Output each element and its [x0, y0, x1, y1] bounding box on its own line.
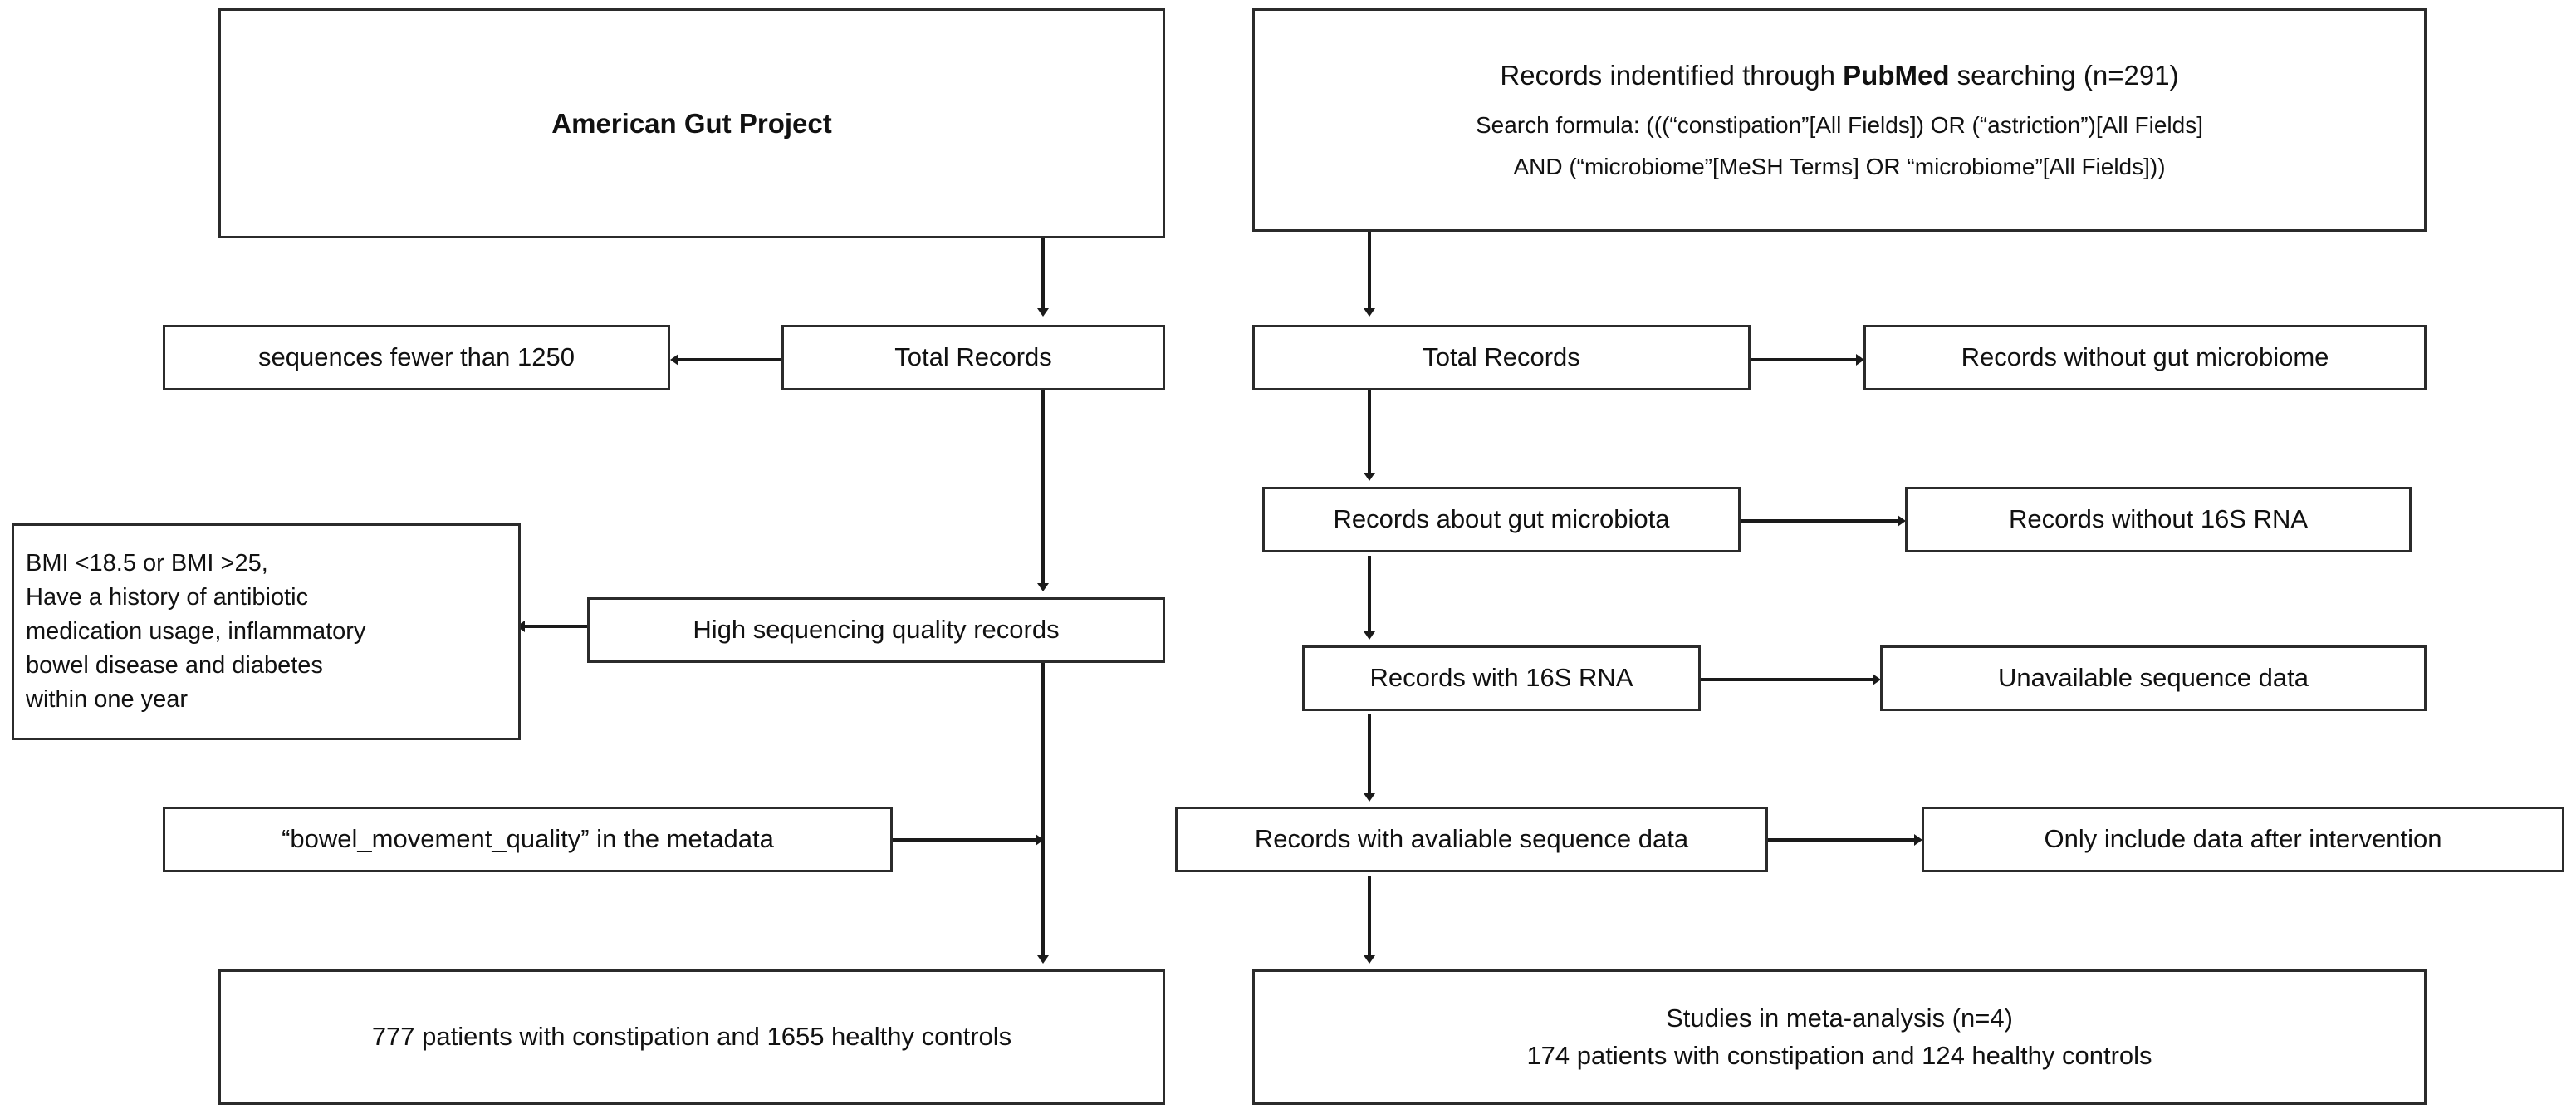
exclusion-criteria-line-4: bowel disease and diabetes: [26, 652, 323, 680]
node-excl-no-gut-microbiome: Records without gut microbiome: [1863, 325, 2427, 390]
identification-line-2: Search formula: (((“constipation”[All Fi…: [1476, 112, 2203, 139]
exclusion-criteria-line-3: medication usage, inflammatory: [26, 617, 366, 645]
high-quality-records-label: High sequencing quality records: [693, 615, 1060, 645]
right-result-line-1: Studies in meta-analysis (n=4): [1666, 1004, 2013, 1033]
node-excl-only-after-intervention: Only include data after intervention: [1922, 807, 2564, 872]
records-with-available-sequence-data-label: Records with avaliable sequence data: [1254, 824, 1689, 854]
pubmed-emphasis: PubMed: [1843, 60, 1950, 91]
node-american-gut-project: American Gut Project: [218, 8, 1165, 238]
exclusion-criteria-line-2: Have a history of antibiotic: [26, 583, 309, 611]
identification-line-3: AND (“microbiome”[MeSH Terms] OR “microb…: [1513, 153, 2166, 179]
node-high-sequencing-quality-records: High sequencing quality records: [587, 597, 1165, 663]
left-total-records-label: Total Records: [894, 342, 1052, 372]
exclusion-sequences-label: sequences fewer than 1250: [258, 342, 575, 372]
node-about-gut-microbiota: Records about gut microbiota: [1262, 487, 1741, 552]
left-result-label: 777 patients with constipation and 1655 …: [371, 1022, 1012, 1052]
node-left-result: 777 patients with constipation and 1655 …: [218, 969, 1165, 1105]
exclusion-criteria-text: BMI <18.5 or BMI >25, Have a history of …: [14, 547, 518, 718]
node-exclusion-criteria: BMI <18.5 or BMI >25, Have a history of …: [12, 523, 521, 740]
excl-only-after-intervention-label: Only include data after intervention: [2044, 824, 2442, 854]
node-metadata-filter: “bowel_movement_quality” in the metadata: [163, 807, 893, 872]
node-right-result: Studies in meta-analysis (n=4) 174 patie…: [1252, 969, 2427, 1105]
excl-no-16s-rna-label: Records without 16S RNA: [2008, 504, 2309, 534]
node-excl-unavailable-sequence-data: Unavailable sequence data: [1880, 645, 2427, 711]
node-right-total-records: Total Records: [1252, 325, 1751, 390]
excl-no-gut-microbiome-label: Records without gut microbiome: [1961, 342, 2329, 372]
exclusion-criteria-line-5: within one year: [26, 686, 189, 714]
node-records-with-16s-rna: Records with 16S RNA: [1302, 645, 1701, 711]
right-total-records-label: Total Records: [1423, 342, 1580, 372]
node-records-with-available-sequence-data: Records with avaliable sequence data: [1175, 807, 1768, 872]
node-identification: Records indentified through PubMed searc…: [1252, 8, 2427, 232]
records-with-16s-rna-label: Records with 16S RNA: [1369, 663, 1633, 693]
right-result-line-2: 174 patients with constipation and 124 h…: [1526, 1040, 2152, 1070]
right-result-text: Studies in meta-analysis (n=4) 174 patie…: [1255, 1000, 2424, 1073]
metadata-filter-label: “bowel_movement_quality” in the metadata: [282, 824, 774, 854]
about-gut-microbiota-label: Records about gut microbiota: [1333, 504, 1670, 534]
excl-unavailable-sequence-data-label: Unavailable sequence data: [1998, 663, 2309, 693]
node-exclusion-sequences-fewer: sequences fewer than 1250: [163, 325, 670, 390]
identification-line-1-prefix: Records indentified through: [1500, 60, 1844, 91]
identification-text: Records indentified through PubMed searc…: [1255, 56, 2424, 183]
identification-line-1: Records indentified through PubMed searc…: [1263, 56, 2416, 96]
exclusion-criteria-line-1: BMI <18.5 or BMI >25,: [26, 549, 268, 577]
node-excl-no-16s-rna: Records without 16S RNA: [1905, 487, 2412, 552]
identification-line-1-suffix: searching (n=291): [1949, 60, 2179, 91]
node-left-total-records: Total Records: [781, 325, 1165, 390]
american-gut-project-label: American Gut Project: [551, 107, 832, 139]
